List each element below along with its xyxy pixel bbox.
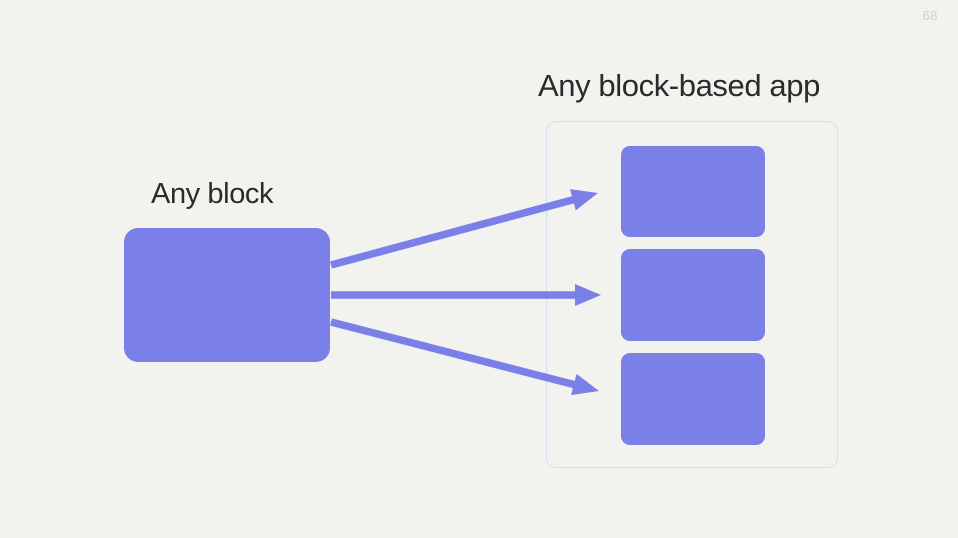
- app-block-3-shape: [621, 353, 765, 445]
- source-block-label: Any block: [151, 178, 274, 210]
- any-block-shape: [124, 228, 330, 362]
- app-block-2-shape: [621, 249, 765, 341]
- app-block-1-shape: [621, 146, 765, 237]
- page-number: 68: [922, 8, 938, 23]
- app-title: Any block-based app: [538, 68, 820, 103]
- arrow-to-block-1-shaft: [330, 194, 580, 269]
- arrow-to-block-3-shaft: [330, 318, 581, 390]
